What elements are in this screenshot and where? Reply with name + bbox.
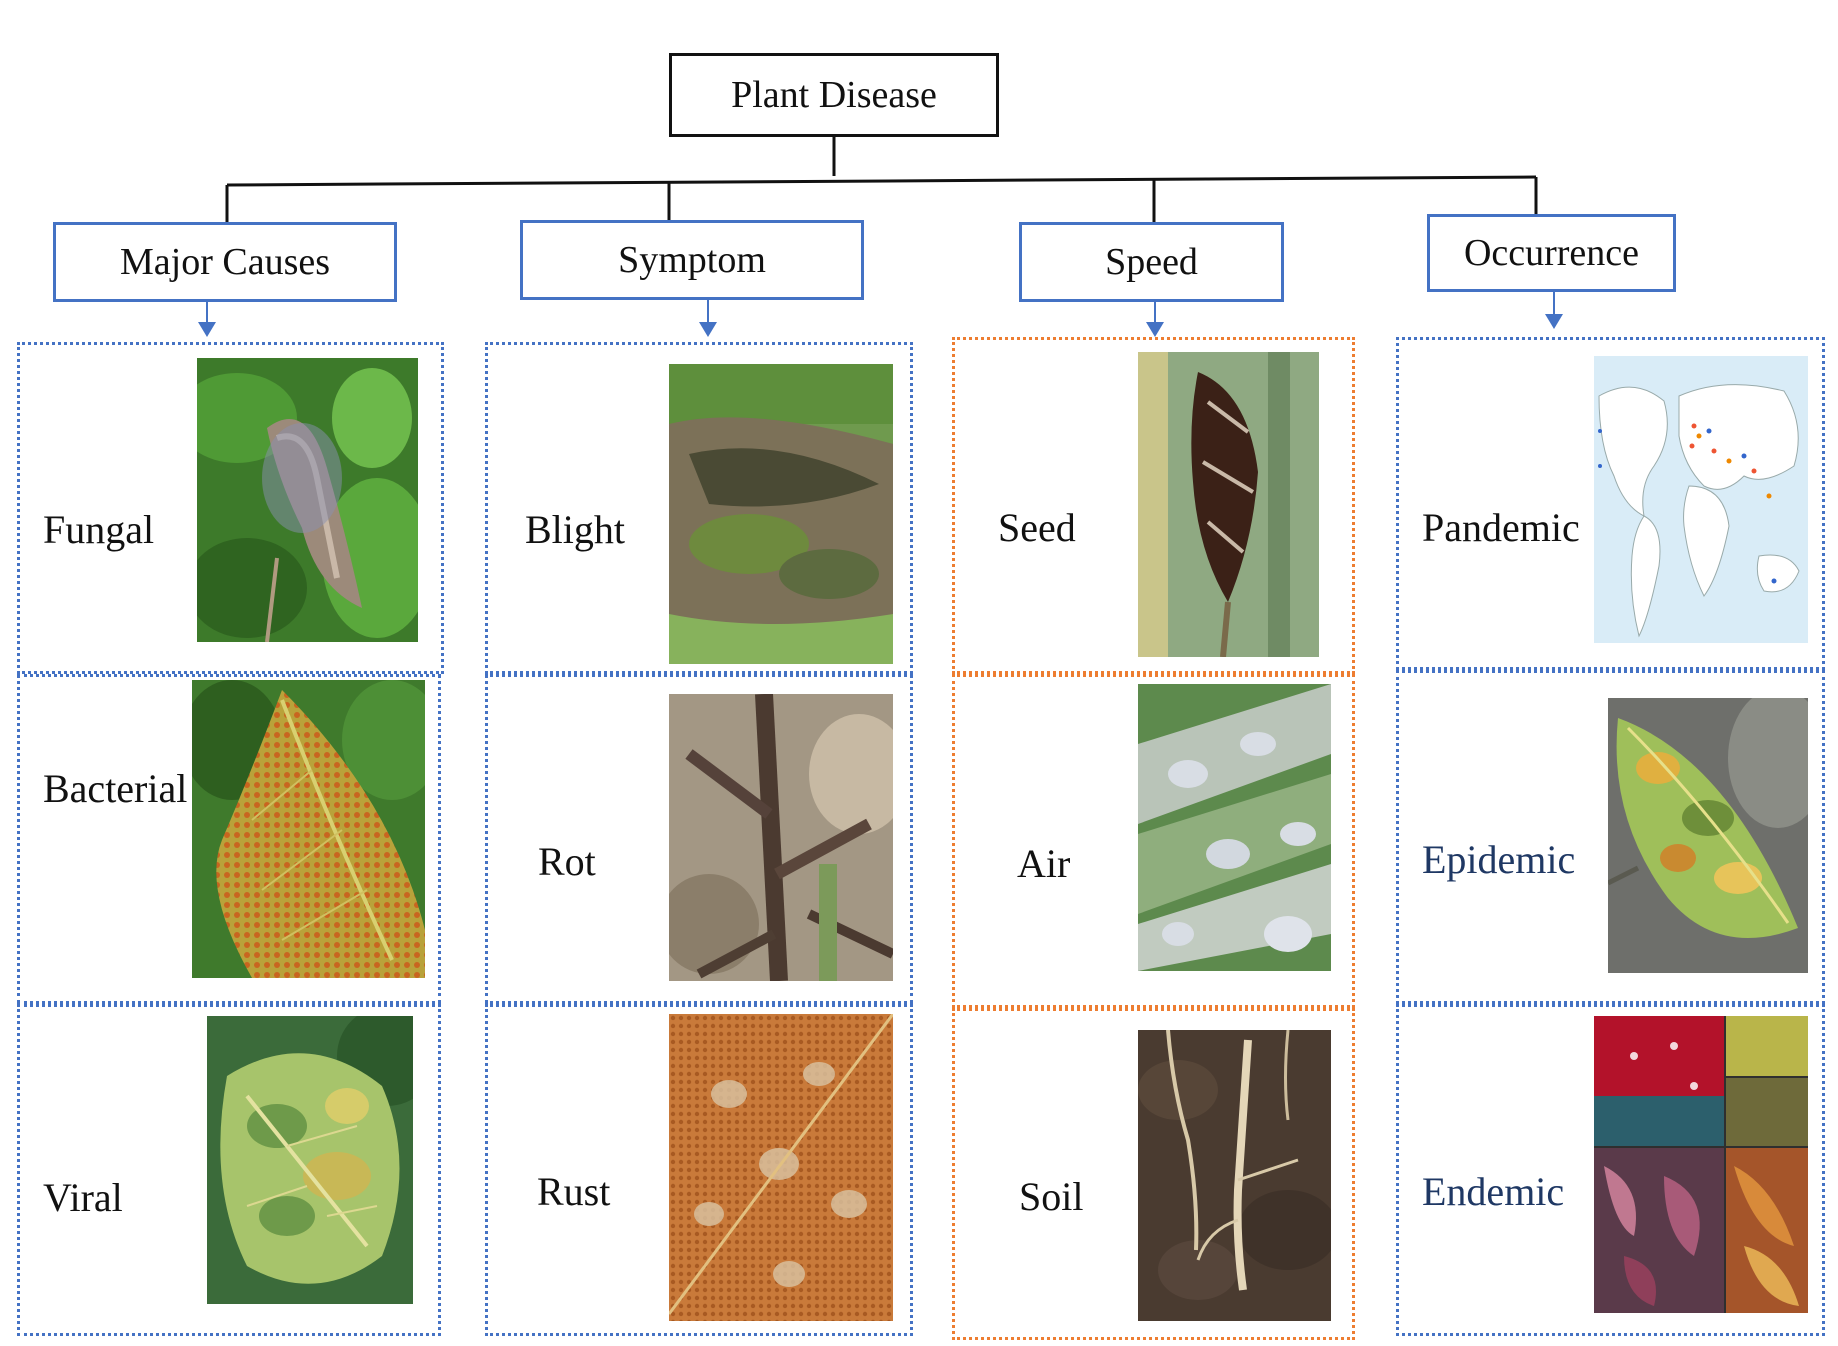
category-label: Major Causes [119,241,331,283]
arrow-major-causes-head [198,322,216,337]
cell-viral [17,1004,441,1336]
rust-leaf-photo [669,1014,893,1321]
cell-rot [485,674,913,1004]
item-label-endemic: Endemic [1422,1169,1565,1214]
item-label-air: Air [1017,841,1071,886]
cell-soil [952,1008,1355,1340]
item-label-epidemic: Epidemic [1422,837,1576,882]
item-label-viral: Viral [43,1175,123,1220]
blight-leaf-photo [669,364,893,664]
epidemic-leaf-photo [1608,698,1808,973]
cell-endemic [1396,1004,1825,1336]
arrow-speed-head [1146,322,1164,337]
world-map-image [1594,356,1808,643]
item-label-blight: Blight [525,507,626,552]
fungal-mold-leaf-photo [197,358,418,642]
cell-air [952,674,1355,1008]
cell-bacterial [17,674,441,1004]
viral-mosaic-leaf-photo [207,1016,413,1304]
bacterial-spot-leaf-photo [192,680,425,978]
item-label-rust: Rust [537,1169,611,1214]
category-speed: Speed [1019,222,1284,302]
root-node: Plant Disease [669,53,999,137]
arrow-symptom-head [699,322,717,337]
item-label-pandemic: Pandemic [1422,505,1580,550]
endemic-collage-photo [1594,1016,1808,1313]
cell-epidemic [1396,670,1825,1004]
category-symptom: Symptom [520,220,864,300]
item-label-soil: Soil [1019,1174,1084,1219]
soil-roots-photo [1138,1030,1331,1321]
cell-rust [485,1004,913,1336]
category-label: Speed [1105,241,1198,283]
cell-blight [485,342,913,674]
item-label-fungal: Fungal [43,507,155,552]
cell-fungal [17,342,444,674]
root-branch-line [226,175,1537,187]
cell-pandemic [1396,337,1825,670]
root-node-label: Plant Disease [731,74,937,116]
item-label-rot: Rot [538,839,596,884]
item-label-seed: Seed [998,505,1076,550]
category-label: Symptom [618,239,766,281]
category-label: Occurrence [1463,232,1640,274]
category-occurrence: Occurrence [1427,214,1676,292]
category-major-causes: Major Causes [53,222,397,302]
airborne-mildew-photo [1138,684,1331,971]
item-label-bacterial: Bacterial [43,766,188,811]
seed-smut-photo [1138,352,1319,657]
arrow-occurrence-head [1545,314,1563,329]
rot-stem-photo [669,694,893,981]
cell-seed [952,337,1355,674]
